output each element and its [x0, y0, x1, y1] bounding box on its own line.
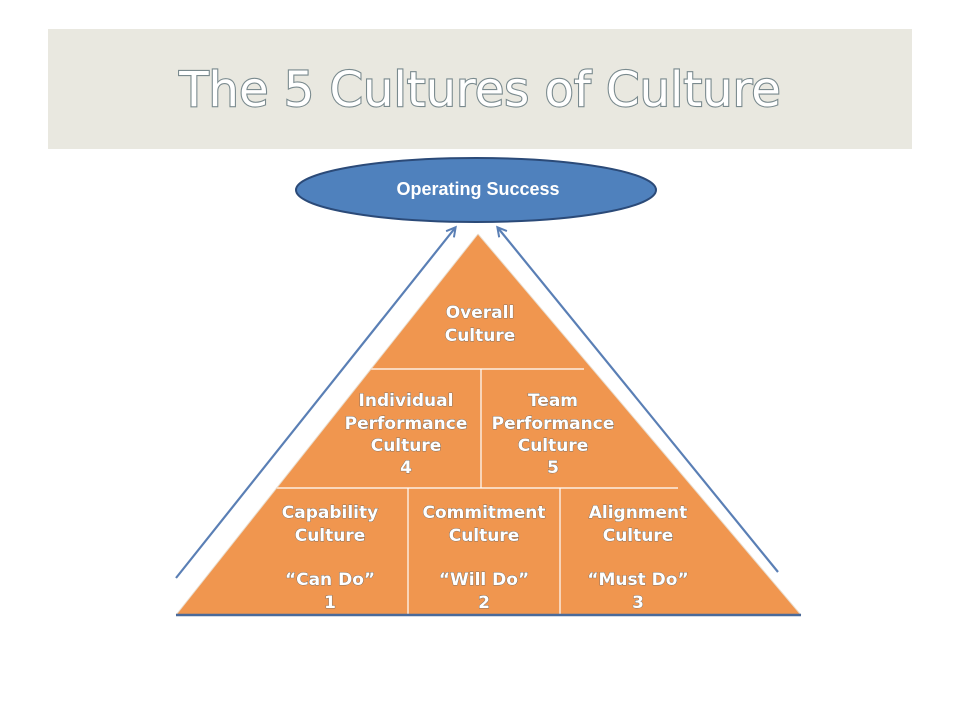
goal-label: Operating Success: [396, 179, 559, 199]
individual-performance-line-3: Culture: [371, 436, 442, 456]
commitment-number: 2: [478, 593, 490, 613]
capability-motto: “Can Do”: [285, 570, 375, 590]
commitment-culture-line-2: Culture: [449, 526, 520, 546]
capability-culture-line-2: Culture: [295, 526, 366, 546]
capability-culture-line-1: Capability: [282, 503, 378, 523]
overall-culture-line-2: Culture: [445, 326, 516, 346]
commitment-motto: “Will Do”: [439, 570, 529, 590]
individual-performance-line-2: Performance: [345, 414, 468, 434]
capability-number: 1: [324, 593, 336, 613]
left-arrow: [175, 228, 455, 579]
commitment-culture-line-1: Commitment: [422, 503, 545, 523]
alignment-number: 3: [632, 593, 644, 613]
individual-performance-line-1: Individual: [359, 391, 454, 411]
right-arrow: [498, 228, 779, 573]
pyramid: [176, 234, 801, 615]
team-performance-line-3: Culture: [518, 436, 589, 456]
pyramid-left-edge: [175, 233, 479, 616]
individual-performance-number: 4: [400, 458, 412, 478]
team-performance-line-2: Performance: [492, 414, 615, 434]
alignment-culture-line-1: Alignment: [589, 503, 688, 523]
alignment-motto: “Must Do”: [587, 570, 688, 590]
title-band: The 5 Cultures of Culture: [48, 29, 912, 149]
team-performance-line-1: Team: [528, 391, 578, 411]
page-title: The 5 Cultures of Culture: [178, 62, 781, 118]
operating-success-ellipse: [295, 157, 657, 223]
overall-culture-line-1: Overall: [446, 303, 515, 323]
team-performance-number: 5: [547, 458, 559, 478]
alignment-culture-line-2: Culture: [603, 526, 674, 546]
pyramid-right-edge: [477, 233, 802, 616]
title-svg: The 5 Cultures of Culture: [177, 61, 782, 119]
